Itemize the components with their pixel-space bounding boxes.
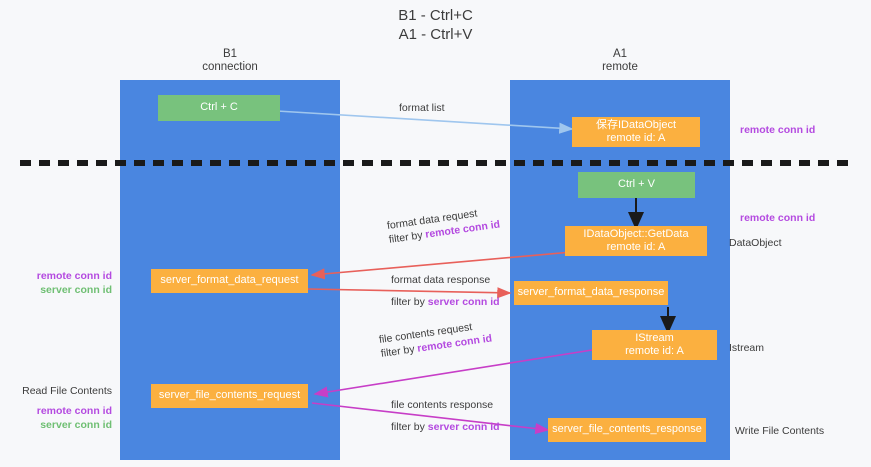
edge-label-format-data-response-line1: format data response bbox=[391, 274, 491, 286]
box-server-file-contents-request[interactable]: server_file_contents_request bbox=[151, 384, 308, 408]
edge-label-file-contents-response-line2: filter by server conn id bbox=[391, 420, 500, 434]
filter-key-server-conn-id: server conn id bbox=[427, 296, 500, 308]
left-annotation-read-file: Read File Contents remote conn id server… bbox=[0, 384, 112, 432]
box-server-format-data-response-label: server_format_data_response bbox=[517, 286, 665, 299]
box-server-file-contents-response[interactable]: server_file_contents_response bbox=[548, 418, 706, 442]
box-ctrl-c[interactable]: Ctrl + C bbox=[158, 95, 280, 121]
edge-label-format-data-request: format data request filter by remote con… bbox=[386, 204, 501, 247]
lane-header-a1-sub: remote bbox=[602, 61, 638, 73]
lane-header-b1-sub: connection bbox=[202, 61, 258, 73]
box-save-idataobject-line2: remote id: A bbox=[606, 132, 666, 144]
box-save-idataobject[interactable]: 保存IDataObject remote id: A bbox=[572, 117, 700, 147]
box-server-file-contents-request-label: server_file_contents_request bbox=[158, 389, 301, 402]
box-server-format-data-request[interactable]: server_format_data_request bbox=[151, 269, 308, 293]
lane-header-a1-name: A1 bbox=[612, 48, 628, 60]
filter-by-prefix-4: filter by bbox=[391, 421, 428, 433]
filter-by-prefix: filter by bbox=[388, 228, 427, 246]
box-ctrl-v-label: Ctrl + V bbox=[618, 178, 655, 191]
right-annotation-istream: Istream bbox=[729, 342, 765, 354]
box-save-idataobject-line1: 保存IDataObject bbox=[595, 118, 677, 131]
box-ctrl-c-label: Ctrl + C bbox=[200, 101, 238, 114]
box-idataobject-getdata-line1: IDataObject::GetData bbox=[583, 227, 689, 240]
left-annotation-read-file-label: Read File Contents bbox=[22, 385, 112, 397]
edge-label-file-contents-response-line1: file contents response bbox=[391, 399, 494, 411]
edge-label-format-data-response: format data response filter by server co… bbox=[391, 273, 500, 309]
box-istream-line2: remote id: A bbox=[625, 345, 684, 357]
right-annotation-dataobject: DataObject bbox=[729, 237, 782, 249]
right-annotation-remote-conn-id-top: remote conn id bbox=[740, 124, 816, 136]
left-annotation-remote-conn-id: remote conn id bbox=[36, 270, 112, 282]
edge-label-format-list-text: format list bbox=[399, 102, 445, 114]
filter-by-prefix-3: filter by bbox=[380, 342, 419, 360]
edge-label-file-contents-response: file contents response filter by server … bbox=[391, 398, 500, 434]
title-line-1: B1 - Ctrl+C bbox=[398, 7, 473, 24]
left-annotation-conn-ids: remote conn id server conn id bbox=[0, 269, 112, 297]
box-server-file-contents-response-label: server_file_contents_response bbox=[552, 423, 702, 436]
right-annotation-remote-conn-id-mid: remote conn id bbox=[740, 212, 816, 224]
right-annotation-write-file: Write File Contents bbox=[735, 425, 825, 437]
left-annotation-server-conn-id-2: server conn id bbox=[40, 419, 112, 431]
edge-label-format-list: format list bbox=[399, 101, 445, 115]
lane-header-b1: B1 connection bbox=[120, 48, 340, 74]
left-annotation-remote-conn-id-2: remote conn id bbox=[36, 405, 112, 417]
box-istream[interactable]: IStream remote id: A bbox=[592, 330, 717, 360]
edge-label-file-contents-request: file contents request filter by remote c… bbox=[378, 318, 493, 361]
lane-header-a1: A1 remote bbox=[510, 48, 730, 74]
box-istream-line1: IStream bbox=[635, 331, 674, 344]
diagram-title: B1 - Ctrl+C A1 - Ctrl+V bbox=[0, 6, 871, 44]
box-server-format-data-request-label: server_format_data_request bbox=[160, 274, 299, 287]
box-ctrl-v[interactable]: Ctrl + V bbox=[578, 172, 695, 198]
filter-key-server-conn-id-2: server conn id bbox=[427, 421, 500, 433]
lane-header-b1-name: B1 bbox=[222, 48, 238, 60]
left-annotation-server-conn-id: server conn id bbox=[40, 284, 112, 296]
box-idataobject-getdata-line2: remote id: A bbox=[606, 241, 666, 253]
edge-label-format-data-response-line2: filter by server conn id bbox=[391, 295, 500, 309]
title-line-2: A1 - Ctrl+V bbox=[398, 26, 473, 43]
box-server-format-data-response[interactable]: server_format_data_response bbox=[514, 281, 668, 305]
filter-by-prefix-2: filter by bbox=[391, 296, 428, 308]
box-idataobject-getdata[interactable]: IDataObject::GetData remote id: A bbox=[565, 226, 707, 256]
